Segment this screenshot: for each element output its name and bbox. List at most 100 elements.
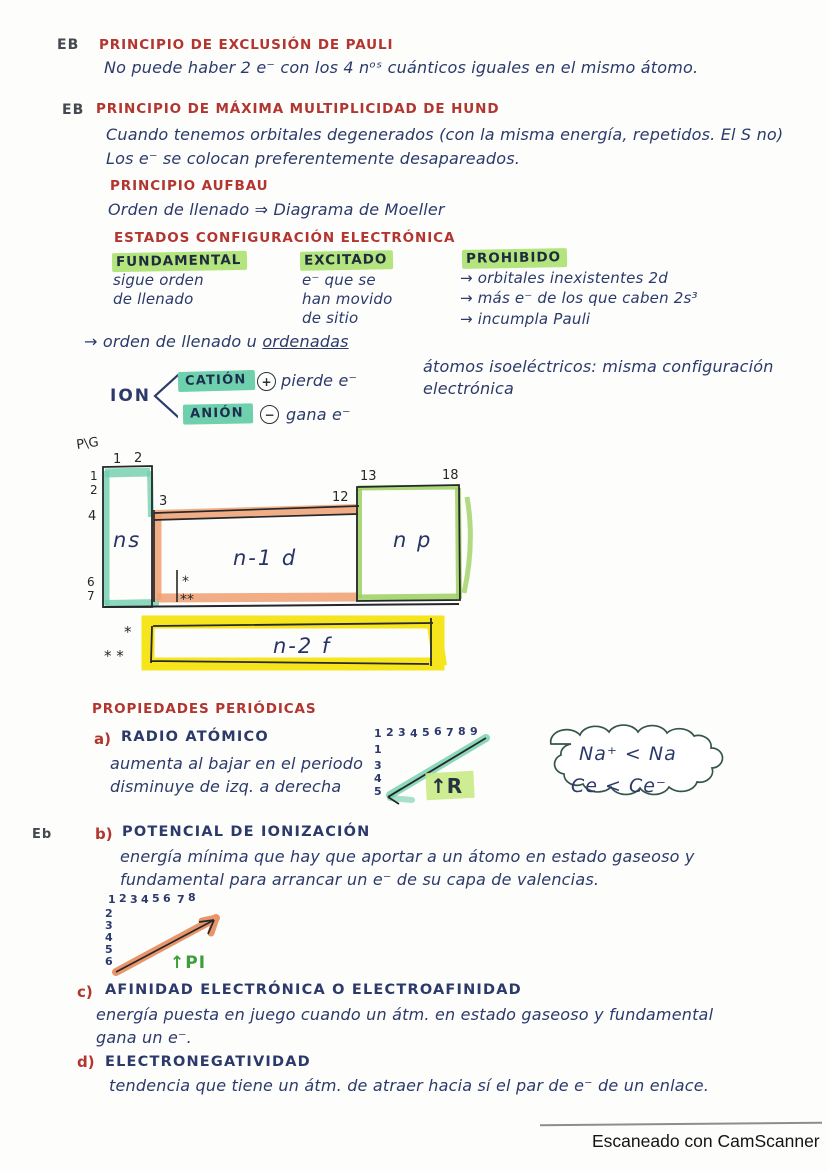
prohibido-highlight: PROHIBIDO bbox=[461, 248, 568, 269]
radio-example-bubble: Na⁺ < Na Ce < Ce⁻ bbox=[549, 724, 724, 797]
aufbau-title: PRINCIPIO AUFBAU bbox=[110, 178, 269, 194]
radio-title: RADIO ATÓMICO bbox=[121, 729, 269, 745]
pi-xtick-5: 5 bbox=[152, 892, 160, 905]
pauli-body: No puede haber 2 e⁻ con los 4 nᵒˢ cuánti… bbox=[104, 58, 699, 77]
potencial-line1: energía mínima que hay que aportar a un … bbox=[120, 847, 695, 866]
radio-line1: aumenta al bajar en el periodo bbox=[110, 754, 364, 773]
radio-arrow-swipe bbox=[387, 795, 415, 803]
cloud-outline bbox=[549, 724, 724, 796]
f-asterisk-double: * * bbox=[104, 647, 124, 665]
p-block-highlight-bottom bbox=[357, 593, 461, 602]
hund-line2: Los e⁻ se colocan preferentemente desapa… bbox=[106, 149, 521, 168]
s-block-highlight-right bbox=[147, 470, 154, 518]
radio-letter: a) bbox=[94, 730, 111, 748]
excitado-highlight: EXCITADO bbox=[299, 250, 394, 271]
pi-xtick-8: 8 bbox=[188, 891, 196, 904]
r-xtick-7: 7 bbox=[446, 726, 454, 739]
periodic-table-diagram: P\G 1 2 3 12 13 18 1 2 4 6 7 ns n-1 d n … bbox=[75, 435, 473, 671]
corner-label: P\G bbox=[75, 435, 99, 453]
cation-chip: CATIÓN bbox=[177, 368, 256, 393]
r-xtick-5: 5 bbox=[422, 726, 430, 739]
r-xtick-2: 2 bbox=[386, 726, 394, 739]
llenado-nota-underlined: ordenadas bbox=[262, 332, 349, 351]
pi-up-label: ↑PI bbox=[170, 953, 206, 973]
estado-fundamental-label: FUNDAMENTAL bbox=[111, 249, 248, 273]
pi-ytick-3: 3 bbox=[105, 919, 113, 932]
radio-line2: disminuye de izq. a derecha bbox=[110, 777, 342, 796]
pi-ytick-6: 6 bbox=[105, 955, 113, 968]
pi-ytick-2: 2 bbox=[105, 907, 113, 920]
s-block-highlight-bottom bbox=[104, 599, 160, 608]
r-ytick-1: 1 bbox=[374, 743, 382, 756]
pi-xtick-4: 4 bbox=[141, 893, 149, 906]
aufbau-body: Orden de llenado ⇒ Diagrama de Moeller bbox=[108, 200, 445, 219]
minus-circle-icon: − bbox=[260, 405, 279, 424]
d-block-label: n-1 d bbox=[233, 546, 297, 570]
electronegatividad-letter: d) bbox=[77, 1053, 95, 1071]
afinidad-line1: energía puesta en juego cuando un átm. e… bbox=[96, 1005, 714, 1024]
radio-trend-diagram: 1 2 3 4 5 6 7 8 9 1 3 4 5 ↑R bbox=[374, 725, 490, 805]
p-block-highlight-right bbox=[455, 487, 462, 600]
hund-line1: Cuando tenemos orbitales degenerados (co… bbox=[106, 125, 784, 144]
propiedades-title: PROPIEDADES PERIÓDICAS bbox=[92, 701, 317, 717]
margin-mark-hund: EB bbox=[62, 102, 85, 118]
d-block-highlight-bottom bbox=[156, 592, 359, 603]
estado-prohibido-label: PROHIBIDO bbox=[461, 246, 568, 269]
excitado-line1: e⁻ que se bbox=[302, 271, 376, 289]
pi-xtick-2: 2 bbox=[119, 892, 127, 905]
p-block-highlight-top bbox=[357, 484, 459, 491]
anion-label: ANIÓN bbox=[182, 403, 253, 425]
potencial-line2: fundamental para arrancar un e⁻ de su ca… bbox=[120, 870, 600, 889]
margin-mark-pauli: EB bbox=[57, 37, 80, 53]
anion-chip: ANIÓN bbox=[182, 401, 253, 425]
table-baseline bbox=[102, 603, 460, 608]
r-label-highlight bbox=[425, 770, 475, 801]
group-13-label: 13 bbox=[360, 469, 377, 484]
electronegatividad-line1: tendencia que tiene un átm. de atraer ha… bbox=[109, 1076, 710, 1095]
r-xtick-4: 4 bbox=[410, 727, 418, 740]
r-xtick-1: 1 bbox=[374, 727, 382, 740]
potencial-letter: b) bbox=[95, 825, 113, 843]
pi-xtick-7: 7 bbox=[177, 893, 185, 906]
f-asterisk-single: * bbox=[124, 623, 132, 641]
excitado-line3: de sitio bbox=[302, 309, 359, 327]
pi-arrow-line bbox=[115, 919, 215, 973]
prohibido-line3: → incumpla Pauli bbox=[460, 310, 591, 328]
margin-mark-potencial: Eb bbox=[32, 827, 53, 842]
s-block-label: ns bbox=[113, 528, 141, 552]
electronegatividad-title: ELECTRONEGATIVIDAD bbox=[105, 1054, 311, 1070]
asterisk-single: * bbox=[182, 574, 189, 590]
period-2-label: 2 bbox=[90, 483, 98, 497]
pauli-title: PRINCIPIO DE EXCLUSIÓN DE PAULI bbox=[99, 37, 394, 53]
llenado-nota: → orden de llenado u ordenadas bbox=[84, 332, 349, 351]
estado-excitado-label: EXCITADO bbox=[299, 248, 394, 271]
group-1-label: 1 bbox=[113, 452, 121, 467]
d-block-highlight-top bbox=[154, 504, 359, 520]
p-block-highlight-arc bbox=[461, 496, 473, 594]
r-ytick-3: 3 bbox=[374, 759, 382, 772]
bubble-line2: Ce < Ce⁻ bbox=[571, 775, 667, 797]
prohibido-line1: → orbitales inexistentes 2d bbox=[460, 269, 668, 287]
bubble-line1: Na⁺ < Na bbox=[579, 743, 677, 765]
plus-circle-icon: + bbox=[257, 372, 276, 391]
d-block-top-lines bbox=[153, 505, 360, 521]
group-18-label: 18 bbox=[442, 468, 459, 483]
pi-ytick-4: 4 bbox=[105, 931, 113, 944]
r-up-label: ↑R bbox=[430, 774, 462, 798]
pi-xtick-6: 6 bbox=[163, 892, 171, 905]
r-xtick-9: 9 bbox=[470, 725, 478, 738]
hund-title: PRINCIPIO DE MÁXIMA MULTIPLICIDAD DE HUN… bbox=[96, 101, 500, 117]
radio-arrowhead bbox=[387, 788, 402, 805]
r-ytick-5: 5 bbox=[374, 785, 382, 798]
excitado-line2: han movido bbox=[302, 290, 393, 308]
isoelectricos-line1: átomos isoeléctricos: misma configuració… bbox=[423, 357, 774, 376]
fundamental-highlight: FUNDAMENTAL bbox=[111, 250, 248, 273]
period-1-label: 1 bbox=[90, 469, 98, 483]
pi-ytick-5: 5 bbox=[105, 943, 113, 956]
estados-title: ESTADOS CONFIGURACIÓN ELECTRÓNICA bbox=[114, 230, 456, 246]
r-xtick-6: 6 bbox=[434, 725, 442, 738]
p-block-label: n p bbox=[393, 528, 432, 552]
group-3-label: 3 bbox=[159, 494, 167, 509]
group-12-label: 12 bbox=[332, 490, 349, 505]
f-block-label: n-2 f bbox=[273, 634, 333, 658]
